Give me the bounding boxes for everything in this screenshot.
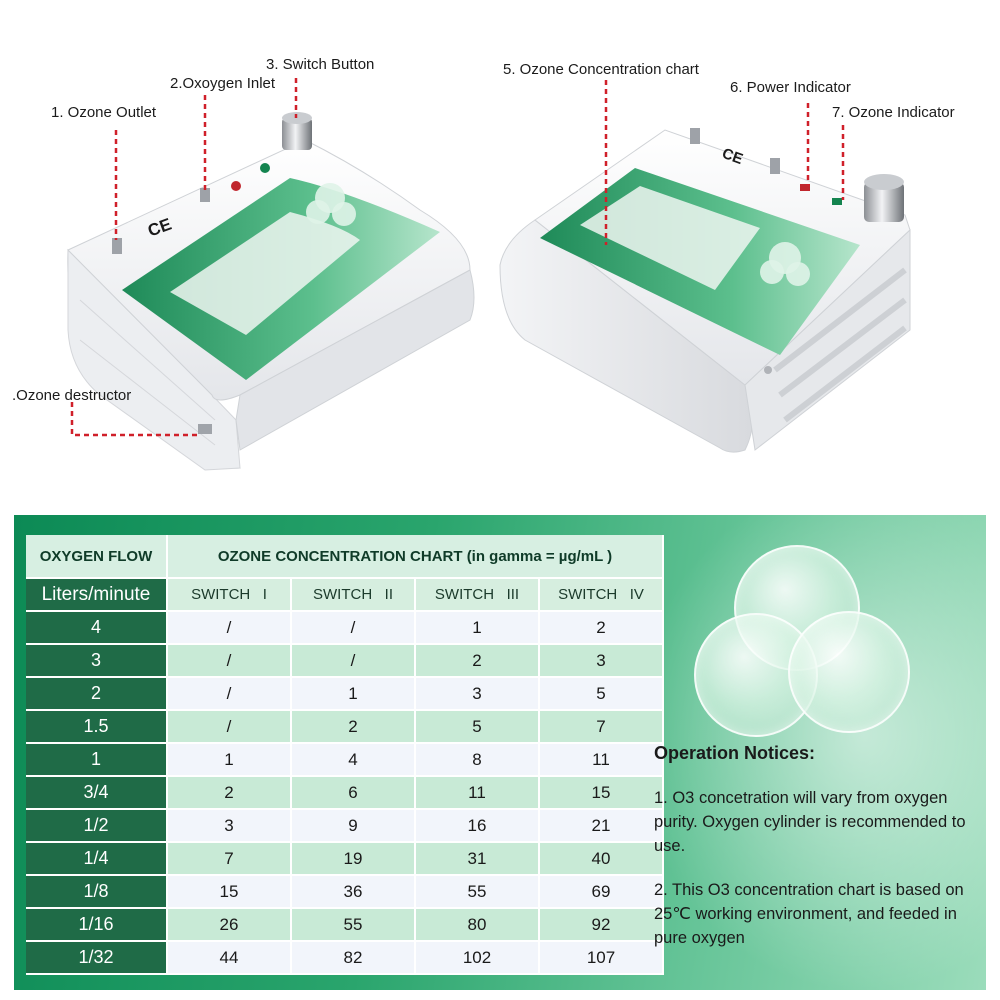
concentration-cell: / [292,645,416,678]
flow-cell: 1/32 [26,942,168,975]
concentration-cell: 36 [292,876,416,909]
flow-cell: 4 [26,612,168,645]
concentration-cell: 80 [416,909,540,942]
concentration-cell: / [168,645,292,678]
callout-ozone-indicator: 7. Ozone Indicator [832,104,955,121]
concentration-cell: 55 [416,876,540,909]
notice-item-1: 1. O3 concetration will vary from oxygen… [654,789,966,855]
concentration-chart-panel: OXYGEN FLOW OZONE CONCENTRATION CHART (i… [14,515,986,990]
concentration-cell: 6 [292,777,416,810]
callout-oxygen-inlet: 2.Oxoygen Inlet [170,75,276,92]
concentration-cell: 2 [292,711,416,744]
concentration-cell: 1 [168,744,292,777]
concentration-cell: 69 [540,876,664,909]
concentration-cell: 16 [416,810,540,843]
concentration-cell: 40 [540,843,664,876]
concentration-cell: 11 [540,744,664,777]
concentration-cell: / [292,612,416,645]
switch-1-header: SWITCH I [168,579,292,612]
concentration-cell: 26 [168,909,292,942]
concentration-cell: 15 [168,876,292,909]
flow-cell: 3 [26,645,168,678]
concentration-cell: 5 [540,678,664,711]
operation-notices: Operation Notices: 1. O3 concetration wi… [654,743,974,970]
concentration-cell: / [168,612,292,645]
switch-3-header: SWITCH III [416,579,540,612]
flow-cell: 1 [26,744,168,777]
concentration-cell: 2 [168,777,292,810]
device-left [67,112,475,471]
concentration-cell: 1 [416,612,540,645]
flow-cell: 1/4 [26,843,168,876]
device-right [499,128,911,453]
table-header-row: OXYGEN FLOW OZONE CONCENTRATION CHART (i… [26,535,664,579]
product-illustration [67,78,911,471]
concentration-cell: 7 [168,843,292,876]
concentration-cell: 2 [540,612,664,645]
oxygen-flow-header: OXYGEN FLOW [26,535,168,579]
callout-ozone-destructor: .Ozone destructor [12,387,132,404]
notice-item-2: 2. This O3 concentration chart is based … [654,881,964,947]
ozone-concentration-table: OXYGEN FLOW OZONE CONCENTRATION CHART (i… [26,535,664,975]
concentration-cell: 15 [540,777,664,810]
concentration-cell: 7 [540,711,664,744]
concentration-cell: / [168,711,292,744]
flow-cell: 1/16 [26,909,168,942]
concentration-cell: 5 [416,711,540,744]
concentration-cell: 92 [540,909,664,942]
flow-cell: 2 [26,678,168,711]
concentration-cell: / [168,678,292,711]
concentration-cell: 1 [292,678,416,711]
concentration-cell: 19 [292,843,416,876]
concentration-cell: 55 [292,909,416,942]
concentration-cell: 4 [292,744,416,777]
concentration-cell: 2 [416,645,540,678]
concentration-cell: 9 [292,810,416,843]
concentration-cell: 102 [416,942,540,975]
product-photo-area: 1. Ozone Outlet 2.Oxoygen Inlet 3. Switc… [12,56,955,471]
callout-lines [70,78,845,437]
concentration-cell: 8 [416,744,540,777]
concentration-chart-header: OZONE CONCENTRATION CHART (in gamma = µg… [168,535,664,579]
callout-concentration-chart: 5. Ozone Concentration chart [503,61,699,78]
bubble-right [788,611,910,733]
switch-2-header: SWITCH II [292,579,416,612]
concentration-cell: 107 [540,942,664,975]
concentration-cell: 82 [292,942,416,975]
concentration-cell: 31 [416,843,540,876]
flow-cell: 1.5 [26,711,168,744]
concentration-cell: 11 [416,777,540,810]
callout-ozone-outlet: 1. Ozone Outlet [51,104,157,121]
table-subheader-row: Liters/minute SWITCH I SWITCH II SWITCH … [26,579,664,612]
flow-cell: 3/4 [26,777,168,810]
liters-per-minute-header: Liters/minute [26,579,168,612]
callout-power-indicator: 6. Power Indicator [730,79,851,96]
concentration-cell: 44 [168,942,292,975]
concentration-cell: 3 [416,678,540,711]
concentration-cell: 3 [168,810,292,843]
concentration-cell: 21 [540,810,664,843]
notices-title: Operation Notices: [654,743,816,763]
switch-4-header: SWITCH IV [540,579,664,612]
concentration-cell: 3 [540,645,664,678]
flow-cell: 1/2 [26,810,168,843]
callout-switch-button: 3. Switch Button [266,56,375,73]
flow-cell: 1/8 [26,876,168,909]
